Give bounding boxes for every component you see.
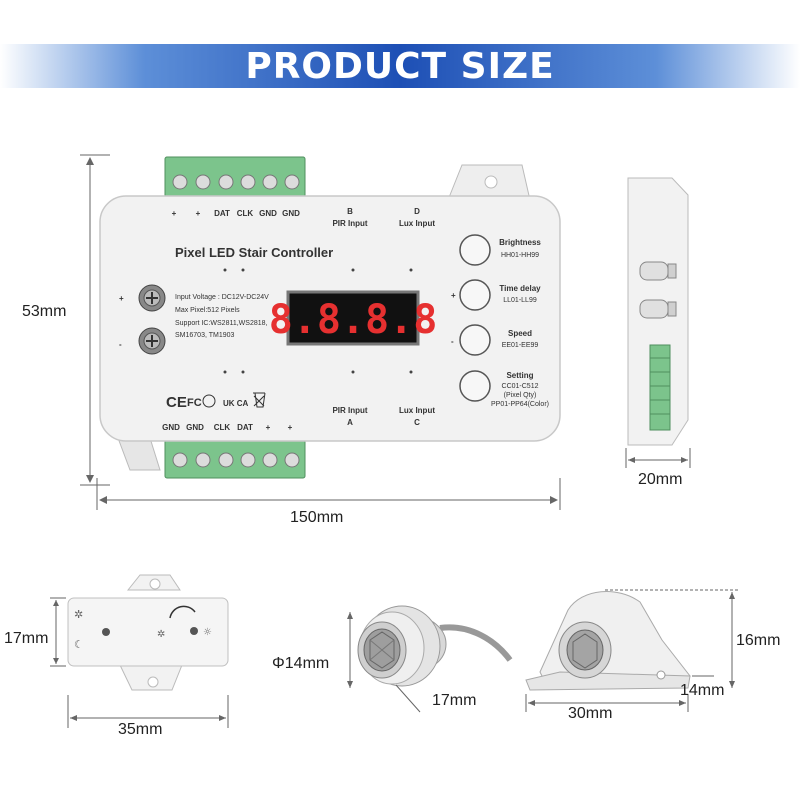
dim-controller-height: 53mm [22,303,66,320]
controller-title: Pixel LED Stair Controller [175,245,333,260]
pir-a-letter: A [347,418,353,427]
mount-ear-bottom [117,437,161,471]
bottom-term-5: + [266,423,271,432]
top-terminal-block [164,156,306,198]
pir-housing [525,591,691,691]
dim-housing-depth: 14mm [680,682,724,699]
lux-d-label: Lux Input [399,219,435,228]
dim-sensor-width: 35mm [118,721,162,738]
power-terminal-plus [138,284,166,312]
setting-extra-2: PP01-PP64(Color) [491,401,549,408]
pir-b-letter: B [347,207,353,216]
lux-sensor-module: ✲ ☾ ✲ ☼ [67,574,229,691]
dim-controller-depth: 20mm [638,471,682,488]
spec-line-1: Input Voltage : DC12V-DC24V [175,294,269,301]
button-brightness[interactable] [459,234,491,266]
segment-display [286,290,420,346]
top-term-1: + [172,209,177,218]
fc-mark: FC [187,397,202,409]
svg-text:✲: ✲ [157,629,165,640]
spec-line-2: Max Pixel:512 Pixels [175,307,240,314]
round-pir-sensor [357,605,513,687]
bottom-term-3: CLK [214,423,231,432]
dim-controller-width: 150mm [290,509,343,526]
spec-line-4: SM16703, TM1903 [175,332,235,339]
segment-display-value: 8.8.8.8 [269,297,438,343]
bottom-terminal-block [164,439,306,479]
bottom-term-2: GND [186,423,204,432]
ce-mark: CE [166,394,187,411]
power-terminal-minus [138,327,166,355]
svg-text:✲: ✲ [74,608,83,621]
dim-housing-height: 16mm [736,632,780,649]
top-term-5: GND [259,209,277,218]
svg-text:☼: ☼ [203,627,212,638]
cert-marks: CE FC UK CA [166,392,266,411]
title-banner [0,44,800,88]
svg-text:☾: ☾ [74,638,84,651]
time-delay-range: LL01-LL99 [503,297,537,304]
setting-extra-1: (Pixel Qty) [504,392,537,399]
top-term-3: DAT [214,209,230,218]
btn-minus-sign: - [451,337,454,346]
top-term-6: GND [282,209,300,218]
brightness-label: Brightness [499,238,541,247]
ukca-mark: UK CA [223,399,249,408]
pir-a-label: PIR Input [332,406,367,415]
bottom-term-1: GND [162,423,180,432]
dim-round-length: 17mm [432,692,476,709]
spec-line-3: Support IC:WS2811,WS2818, [175,320,268,327]
button-time-delay[interactable] [459,279,491,311]
lux-c-letter: C [414,418,420,427]
bottom-term-6: + [288,423,293,432]
btn-plus-sign: + [451,291,456,300]
power-minus-sign: - [119,340,122,349]
speed-label: Speed [508,329,532,338]
top-term-2: + [196,209,201,218]
setting-range: CC01-C512 [502,383,539,390]
lux-c-label: Lux Input [399,406,435,415]
dim-round-diameter: Φ14mm [272,655,329,672]
top-term-4: CLK [237,209,254,218]
power-plus-sign: + [119,294,124,303]
speed-range: EE01-EE99 [502,342,539,349]
time-delay-label: Time delay [499,284,541,293]
dim-housing-width: 30mm [568,705,612,722]
setting-label: Setting [506,371,533,380]
brightness-range: HH01-HH99 [501,252,539,259]
pir-b-label: PIR Input [332,219,367,228]
controller-side-view [627,177,689,446]
bottom-term-4: DAT [237,423,253,432]
dim-sensor-height: 17mm [4,630,48,647]
banner-title: PRODUCT SIZE [245,46,555,87]
button-setting[interactable] [459,370,491,402]
lux-d-letter: D [414,207,420,216]
button-speed[interactable] [459,324,491,356]
